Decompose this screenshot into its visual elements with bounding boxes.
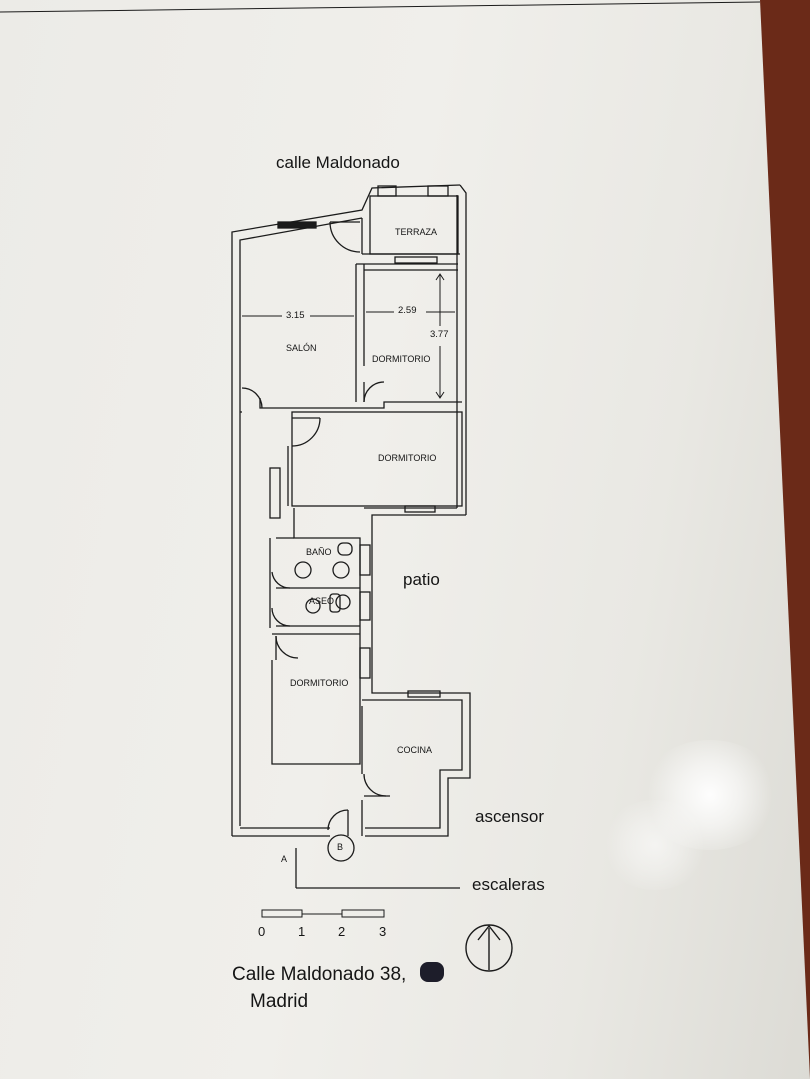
dormitorio-2-label: DORMITORIO: [378, 453, 437, 463]
dormitorio-3-label: DORMITORIO: [290, 678, 349, 688]
salon-label: SALÓN: [286, 343, 317, 353]
dormitorio-width-dim: 2.59: [398, 305, 417, 316]
cocina-walls: [361, 706, 390, 836]
cocina-label: COCINA: [397, 745, 433, 755]
scale-tick-3: 3: [379, 924, 387, 939]
light-glare-small: [600, 800, 710, 890]
north-arrow-icon: [465, 924, 513, 972]
scale-tick-1: 1: [298, 924, 306, 939]
salon-width-dim: 3.15: [286, 310, 305, 321]
aseo-label: ASEO: [309, 596, 335, 606]
dormitorio-depth-dim: 3.77: [430, 329, 449, 340]
street-top-label: calle Maldonado: [276, 153, 400, 172]
scale-tick-0: 0: [258, 924, 266, 939]
terraza-walls: [329, 185, 460, 255]
patio-label: patio: [403, 570, 440, 589]
dormitorio-2-walls: [287, 411, 463, 507]
address-line-1: Calle Maldonado 38,: [232, 964, 407, 985]
address-line-2: Madrid: [250, 991, 309, 1012]
marker-b: B: [337, 842, 344, 852]
bathroom-walls: [269, 508, 361, 628]
bano-label: BAÑO: [306, 547, 332, 557]
dormitorio-3-walls: [271, 628, 361, 765]
redacted-mark: [420, 962, 444, 982]
marker-a: A: [281, 854, 288, 864]
terraza-label: TERRAZA: [395, 227, 438, 237]
scale-tick-2: 2: [338, 924, 346, 939]
upper-room-walls: [240, 263, 462, 413]
top-sheet-edge: [0, 1, 761, 13]
escaleras-label: escaleras: [472, 875, 545, 894]
dormitorio-1-label: DORMITORIO: [372, 354, 431, 364]
ascensor-label: ascensor: [475, 807, 544, 826]
dimension-lines: [242, 273, 455, 399]
entrance: [295, 809, 460, 889]
scale-bar: [261, 909, 385, 918]
outer-walls: [231, 184, 471, 837]
